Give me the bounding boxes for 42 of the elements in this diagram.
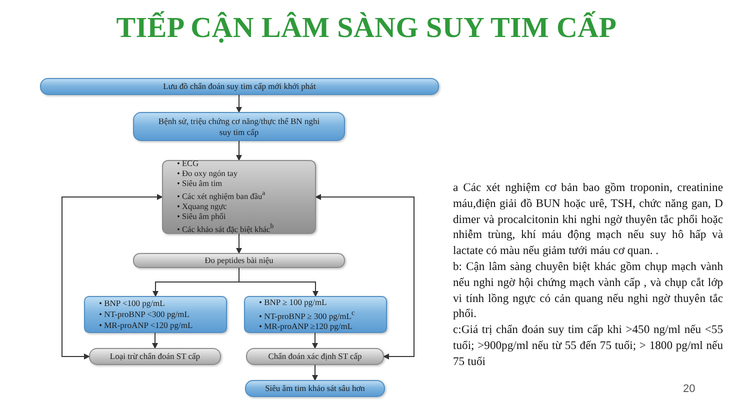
arrow [312, 364, 318, 381]
box-label: Loại trừ chẩn đoán ST cấp [110, 351, 200, 362]
page-number: 20 [683, 383, 696, 395]
process-box [40, 78, 439, 95]
list-item: • ECG [177, 159, 200, 170]
process-box [133, 253, 345, 268]
list-item: • Siêu âm phổi [177, 212, 227, 222]
list-item: • Các khảo sát đặc biệt khác$^{b}$ [177, 222, 274, 235]
box-label: Siêu âm tim khảo sát sâu hơn [265, 383, 365, 394]
footnote: b: Cận lâm sàng chuyên biệt khác gồm chụp mạch vành nếu nghi ngờ hội chứng mạch vành cấp , và chụp cắt lớp vi tính lồng ngực có cản quang nếu nghi ngờ thuyên tắc phổi. [453, 258, 723, 322]
box-label: Lưu đồ chẩn đoán suy tim cấp mới khởi phát [163, 81, 316, 92]
box-label: Bệnh sử, triệu chứng cơ năng/thực thể BN nghi suy tim cấp [157, 116, 321, 137]
footnote: c:Giá trị chẩn đoán suy tim cấp khi >450 ng/ml nếu <55 tuổi; >900pg/ml nếu từ 55 đến 75 tuổi; > 1800 pg/ml nếu 75 tuổi [453, 322, 723, 370]
list-item: • NT-proBNP <300 pg/mL [99, 309, 190, 320]
list-item: • Các xét nghiệm ban đầu$^{a}$ [177, 189, 266, 202]
list-item: • MR-proANP <120 pg/mL [99, 320, 193, 331]
arrow [236, 94, 242, 113]
list-item: • Xquang ngực [177, 202, 228, 212]
arrow [236, 234, 242, 254]
arrow [152, 332, 158, 349]
arrow [62, 194, 163, 360]
process-box [89, 348, 221, 365]
list-box [84, 296, 227, 333]
arrow [236, 140, 242, 161]
list-item: • NT-proBNP ≥ 300 pg/mL$^{c}$ [259, 308, 355, 322]
arrow [315, 194, 414, 360]
process-box [245, 380, 385, 397]
process-box [133, 112, 345, 141]
list-box [244, 296, 387, 333]
box-label: Chẩn đoán xác định ST cấp [268, 351, 362, 362]
arrow [238, 268, 318, 297]
list-box [162, 160, 316, 234]
list-item: • BNP <100 pg/mL [99, 298, 166, 309]
box-label: Đo peptides bài niệu [204, 256, 274, 266]
footnote: a Các xét nghiệm cơ bản bao gồm troponin, creatinine máu,điện giải đồ BUN hoặc urê, TSH, chức năng gan, D dimer và procalcitonin khi nghi ngờ thuyên tắc phổi hoặc nhiễm trùng, khí máu động mạch nếu suy hô hấp và lactate có màu nếu giảm tưới máu cơ quan. . [453, 180, 723, 259]
list-item: • Đo oxy ngón tay [177, 169, 239, 180]
list-item: • MR-proANP ≥120 pg/mL [259, 321, 354, 332]
list-item: • BNP ≥ 100 pg/mL [259, 296, 328, 308]
list-item: • Siêu âm tim [177, 179, 224, 190]
arrow [312, 332, 318, 349]
slide-title: TIẾP CẬN LÂM SÀNG SUY TIM CẤP [115, 12, 618, 45]
process-box [246, 348, 384, 365]
